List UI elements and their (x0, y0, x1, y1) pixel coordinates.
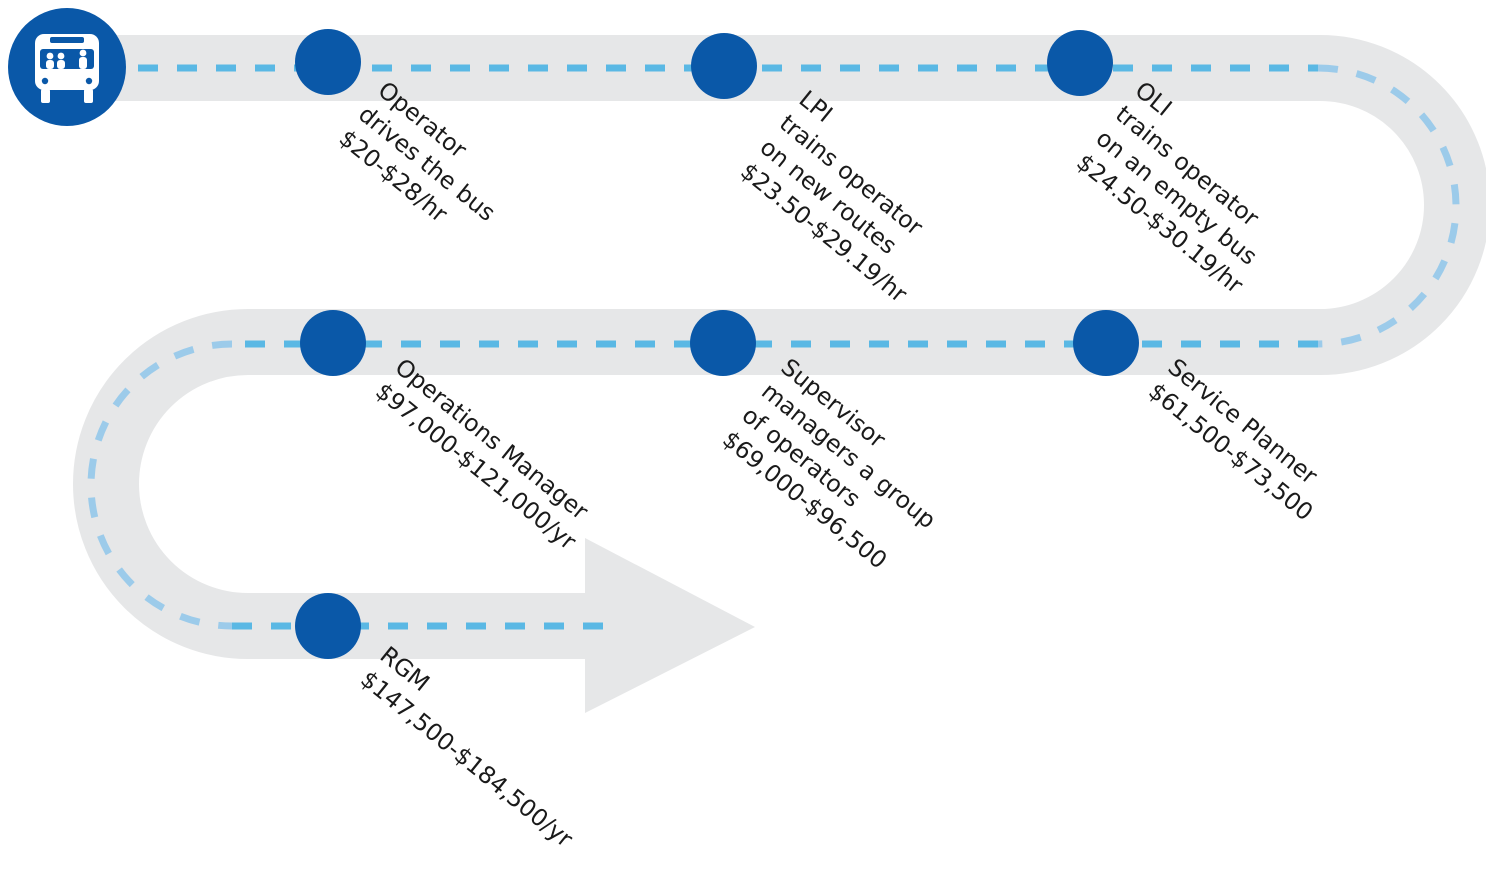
stop-marker-oli (1047, 30, 1113, 96)
stop-marker-operator (295, 29, 361, 95)
stop-marker-lpi (691, 33, 757, 99)
stop-marker-rgm (295, 593, 361, 659)
stop-marker-operations-manager (300, 310, 366, 376)
bus-icon (8, 8, 126, 126)
road-arrow-head (585, 538, 755, 713)
stop-marker-supervisor (690, 310, 756, 376)
stop-marker-service-planner (1073, 310, 1139, 376)
lane-dashes-curve (1317, 64, 1460, 348)
